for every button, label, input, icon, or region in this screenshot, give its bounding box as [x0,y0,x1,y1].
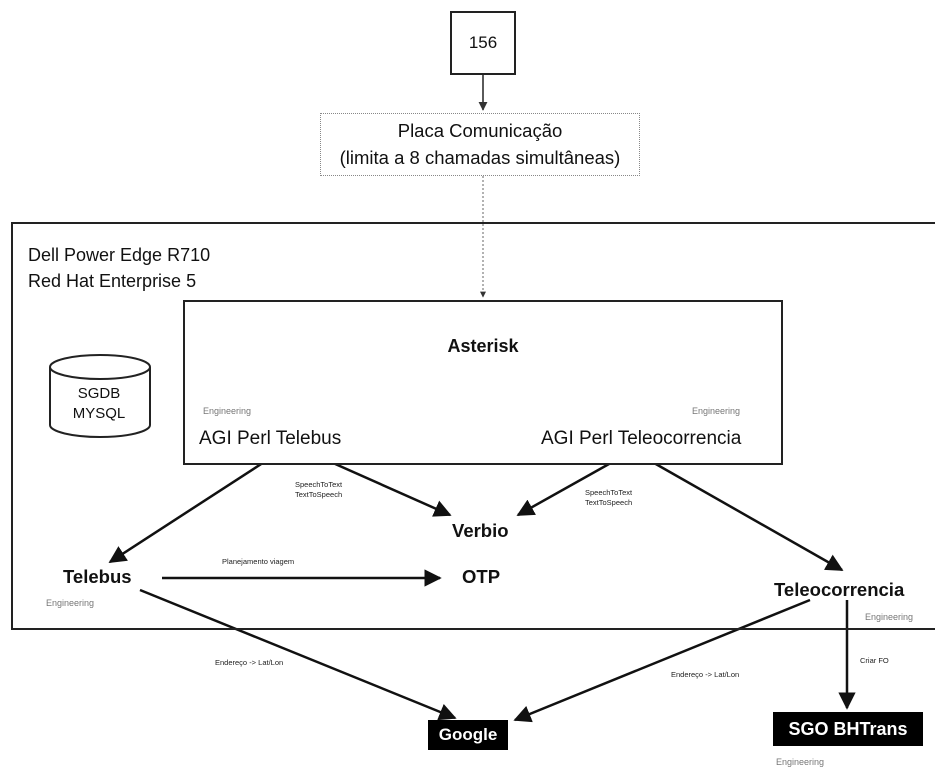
database-line2: MYSQL [72,405,126,422]
edge-label-speech-right: SpeechToText TextToSpeech [585,488,632,508]
text-to-speech-label: TextToSpeech [295,490,343,499]
asterisk-container [183,300,783,465]
database-label: SGDB MYSQL [48,384,150,424]
edge-agiteleo-verbio [516,453,626,517]
telebus-node: Telebus [63,566,132,587]
sgo-bhtrans-node: SGO BHTrans [773,712,923,746]
asterisk-title: Asterisk [447,336,519,356]
speech-to-text-label: SpeechToText [585,488,633,497]
server-title: Dell Power Edge R710 Red Hat Enterprise … [28,242,210,294]
teleocorrencia-node: Teleocorrencia [774,579,905,600]
placa-title: Placa Comunicação [397,120,563,141]
engineering-tag-agi-telebus: Engineering [203,406,252,416]
edge-agitelebus-verbio [314,453,452,517]
engineering-tag-agi-teleocorrencia: Engineering [692,406,741,416]
edge-agitelebus-telebus [108,453,276,564]
edge-agiteleo-teleocorrencia [639,453,844,572]
server-hardware: Dell Power Edge R710 [28,245,211,265]
edge-label-criar-fo: Criar FO [860,656,889,665]
engineering-tag-sgo: Engineering [776,757,825,767]
otp-node: OTP [462,566,501,587]
engineering-tag-telebus: Engineering [46,598,95,608]
edge-label-speech-left: SpeechToText TextToSpeech [295,480,342,500]
edge-teleocorrencia-google [513,598,811,723]
speech-to-text-label: SpeechToText [295,480,343,489]
edge-telebus-google [139,588,457,721]
database-icon [49,354,151,438]
edge-label-endereco-right: Endereço -> Lat/Lon [671,670,740,679]
placa-subtitle: (limita a 8 chamadas simultâneas) [339,147,621,168]
placa-comunicacao-node: Placa Comunicação (limita a 8 chamadas s… [320,113,640,176]
server-os: Red Hat Enterprise 5 [28,271,197,291]
phone-number-node: 156 [450,11,516,75]
edge-label-planejamento: Planejamento viagem [222,557,295,566]
google-node: Google [428,720,508,750]
agi-perl-teleocorrencia-node: AGI Perl Teleocorrencia [541,428,742,449]
text-to-speech-label: TextToSpeech [585,498,633,507]
engineering-tag-teleocorrencia: Engineering [865,612,914,622]
agi-perl-telebus-node: AGI Perl Telebus [199,428,342,449]
database-line1: SGDB [77,385,121,402]
verbio-node: Verbio [452,520,509,541]
server-container [11,222,935,630]
edge-label-endereco-left: Endereço -> Lat/Lon [215,658,284,667]
